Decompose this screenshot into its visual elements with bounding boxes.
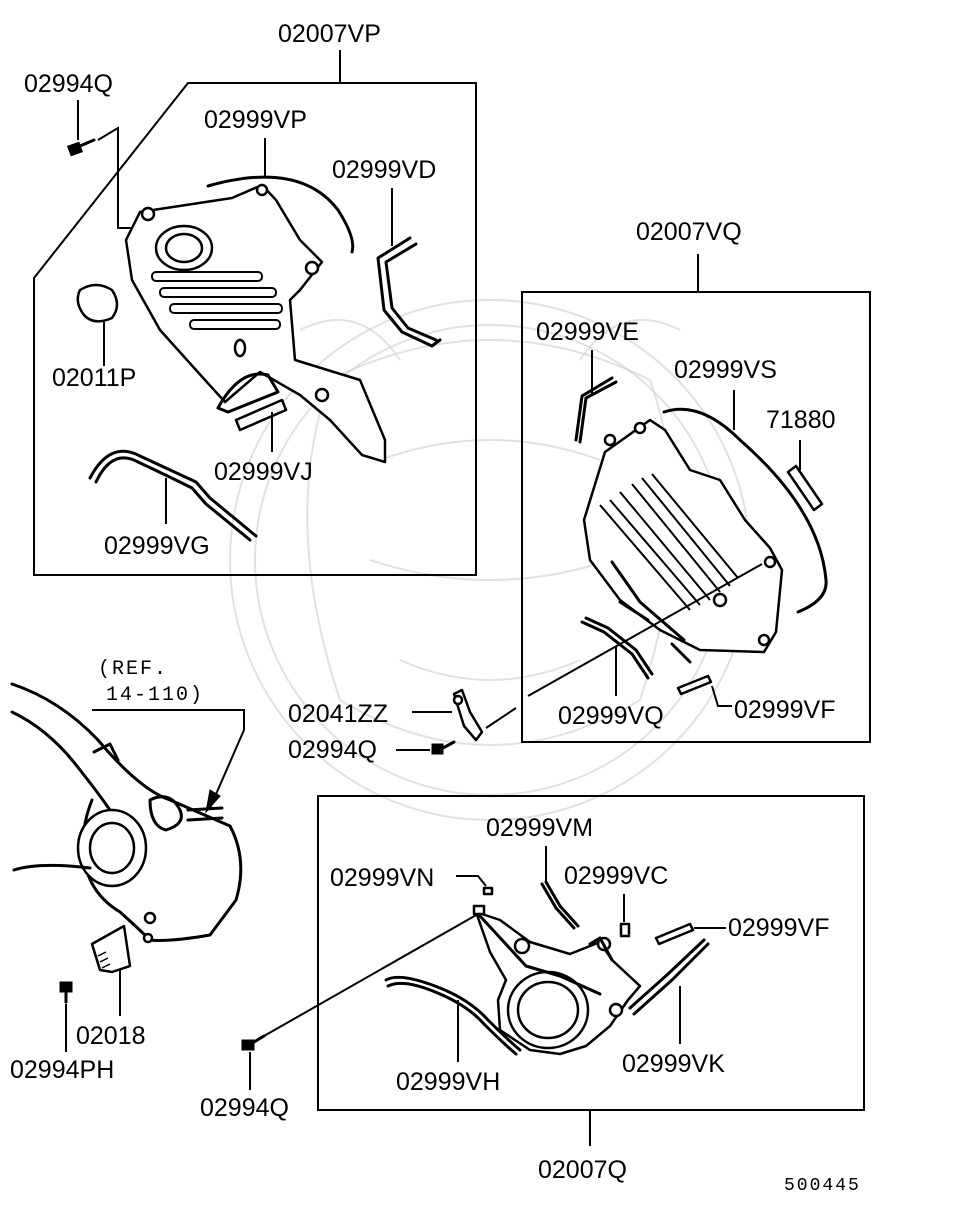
label-02999VE: 02999VE — [536, 318, 639, 346]
ref-line-2: 14-110) — [106, 684, 204, 707]
seal-02999VN — [482, 886, 494, 896]
ref-line-1: (REF. — [98, 658, 168, 681]
upper-timing-cover — [124, 183, 387, 464]
label-02999VS: 02999VS — [674, 356, 777, 384]
label-02041ZZ: 02041ZZ — [288, 700, 388, 728]
bolt-middle — [431, 740, 456, 755]
seal-02999VK — [632, 942, 710, 1016]
seal-02999VG — [88, 449, 258, 538]
gasket-02999VP — [206, 175, 355, 254]
strip-02999VF-lower — [654, 922, 695, 946]
label-71880: 71880 — [766, 406, 836, 434]
label-02007VQ: 02007VQ — [636, 218, 742, 246]
label-02999VH: 02999VH — [396, 1068, 500, 1096]
label-02018: 02018 — [76, 1022, 146, 1050]
lower-arc-seal — [216, 372, 280, 414]
middle-timing-cover — [582, 418, 784, 664]
seal-02999VD — [376, 236, 442, 348]
bolt-upper-left — [67, 138, 96, 157]
strip-71880 — [786, 464, 824, 512]
seal-02999VH — [384, 975, 522, 1052]
upper-group-frame — [33, 82, 477, 576]
bolt-02994PH — [59, 981, 73, 1004]
label-02994PH: 02994PH — [10, 1056, 114, 1084]
plug-02011P — [76, 283, 119, 323]
label-02994Q-middle: 02994Q — [288, 736, 377, 764]
seal-02999VC — [619, 922, 631, 938]
lower-timing-cover — [472, 904, 642, 1056]
label-02994Q-lower: 02994Q — [200, 1094, 289, 1122]
strip-02999VJ — [234, 398, 288, 432]
label-02999VJ: 02999VJ — [214, 458, 313, 486]
gasket-02999VS — [662, 407, 828, 614]
strip-02999VF-middle — [676, 674, 713, 696]
label-02999VG: 02999VG — [104, 532, 210, 560]
label-02999VK: 02999VK — [622, 1050, 725, 1078]
seal-02999VM — [540, 882, 576, 930]
label-02999VD: 02999VD — [332, 156, 436, 184]
label-02011P: 02011P — [52, 364, 136, 392]
label-02007VP: 02007VP — [278, 20, 381, 48]
label-02999VM: 02999VM — [486, 814, 593, 842]
bracket-02041ZZ — [452, 688, 484, 742]
seal-02999VE — [578, 380, 618, 444]
bracket-02018 — [90, 924, 132, 974]
strip-02999VQ — [580, 620, 650, 680]
label-02999VF-middle: 02999VF — [734, 696, 835, 724]
bolt-lower — [241, 1034, 266, 1051]
label-02999VC: 02999VC — [564, 862, 668, 890]
engine-reference: (REF. 14-110) — [10, 658, 245, 944]
upper-cover-group: 02007VP 02994Q 02999VP — [24, 20, 477, 576]
diagram-code: 500445 — [784, 1176, 861, 1196]
label-02999VP: 02999VP — [204, 106, 307, 134]
middle-cover-group: 02007VQ 02999VE 02999VS 71880 — [521, 218, 871, 743]
lower-cover-group: 02007Q 02999VM 02999VN 02999VC 02999VF — [263, 795, 865, 1184]
middle-group-frame — [521, 291, 871, 743]
label-02999VF-lower: 02999VF — [728, 914, 829, 942]
label-02999VQ: 02999VQ — [558, 702, 664, 730]
label-02999VN: 02999VN — [330, 864, 434, 892]
label-02007Q: 02007Q — [538, 1156, 627, 1184]
label-02994Q-upper: 02994Q — [24, 70, 113, 98]
